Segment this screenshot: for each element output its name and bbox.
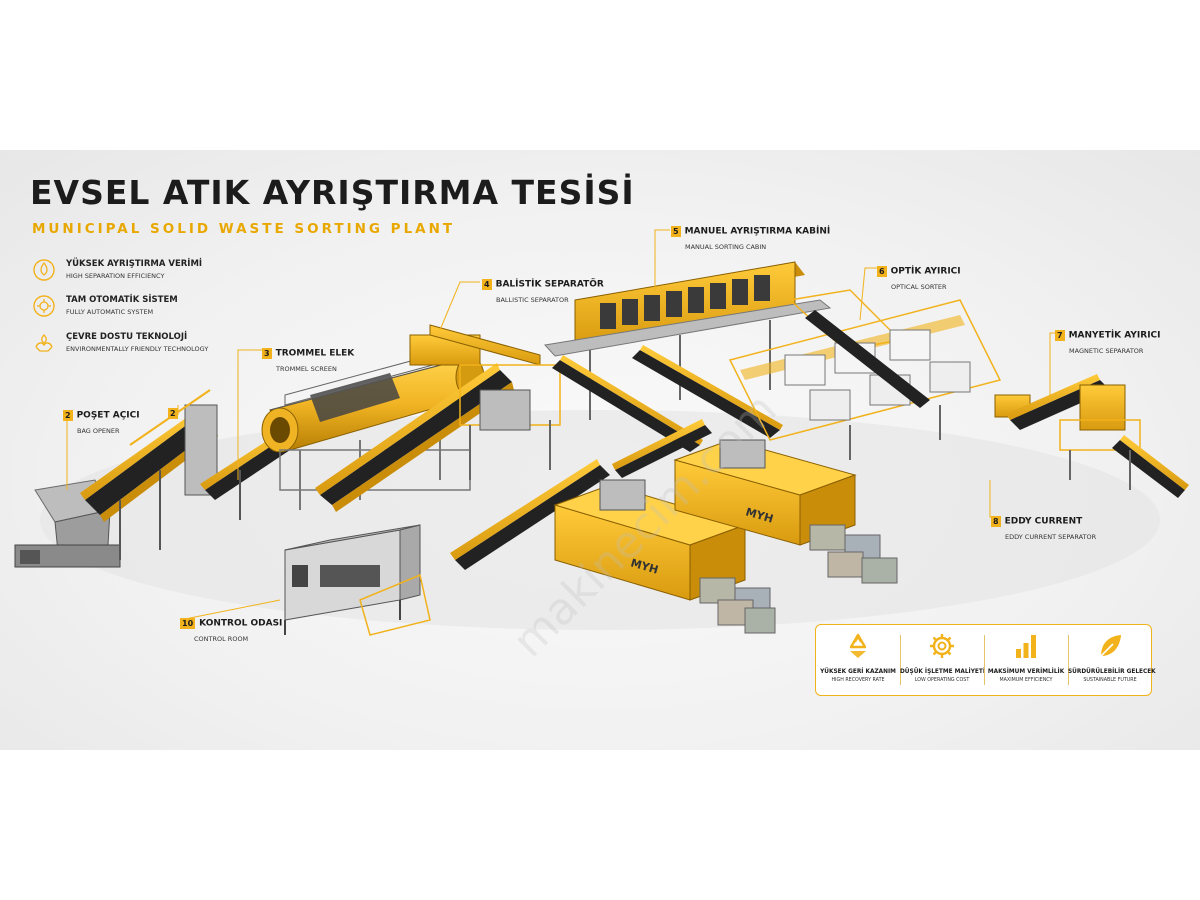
page-subtitle: MUNICIPAL SOLID WASTE SORTING PLANT bbox=[32, 221, 456, 237]
eco-hands-icon bbox=[35, 334, 53, 352]
station-subtitle: MANUAL SORTING CABIN bbox=[685, 243, 767, 251]
station-title: OPTİK AYIRICI bbox=[890, 266, 961, 277]
station-number: 6 bbox=[877, 266, 887, 277]
station-label-bag-opener-2: 2 bbox=[168, 403, 182, 422]
magnetic-eddy-separators bbox=[994, 374, 1189, 498]
station-title: EDDY CURRENT bbox=[1004, 516, 1083, 527]
baler-left: MYH bbox=[553, 479, 776, 634]
feature-subtitle: ENVIRONMENTALLY FRIENDLY TECHNOLOGY bbox=[66, 345, 209, 353]
station-subtitle: MAGNETIC SEPARATOR bbox=[1069, 347, 1144, 355]
station-title: KONTROL ODASI bbox=[199, 618, 283, 629]
station-subtitle: BALLISTIC SEPARATOR bbox=[496, 296, 569, 304]
benefit-title: DÜŞÜK İŞLETME MALİYETİ bbox=[900, 669, 985, 675]
benefit-subtitle: HIGH RECOVERY RATE bbox=[831, 678, 885, 683]
station-number: 10 bbox=[180, 618, 196, 629]
benefit-subtitle: LOW OPERATING COST bbox=[914, 678, 970, 683]
recycle-icon bbox=[849, 633, 867, 658]
ballistic-separator bbox=[409, 324, 561, 480]
feature-title: ÇEVRE DOSTU TEKNOLOJİ bbox=[66, 332, 188, 342]
callout-lines bbox=[66, 229, 1055, 621]
baler-right: MYH bbox=[673, 439, 898, 584]
benefit-item: DÜŞÜK İŞLETME MALİYETİ LOW OPERATING COS… bbox=[900, 631, 985, 691]
station-number: 7 bbox=[1055, 330, 1065, 341]
cabin-chute-conveyors bbox=[450, 345, 783, 570]
station-number: 5 bbox=[671, 226, 681, 237]
station-title: MANYETİK AYIRICI bbox=[1068, 330, 1161, 341]
station-number: 8 bbox=[991, 516, 1001, 527]
station-title: TROMMEL ELEK bbox=[275, 348, 355, 359]
benefit-divider bbox=[900, 635, 901, 685]
feature-subtitle: HIGH SEPARATION EFFICIENCY bbox=[66, 272, 165, 280]
gear-automation-icon bbox=[33, 295, 55, 317]
manual-sorting-cabin bbox=[544, 261, 902, 420]
benefits-box: YÜKSEK GERİ KAZANIM HIGH RECOVERY RATE D… bbox=[815, 624, 1156, 696]
station-number: 2 bbox=[168, 408, 178, 419]
bales-right bbox=[809, 524, 898, 584]
bar-chart-icon bbox=[1016, 635, 1036, 658]
benefit-item: SÜRDÜRÜLEBİLİR GELECEK SUSTAINABLE FUTUR… bbox=[1068, 631, 1156, 691]
bales-left bbox=[699, 577, 776, 634]
drop-leaf-icon bbox=[33, 259, 55, 281]
station-title: POŞET AÇICI bbox=[76, 410, 140, 421]
trommel-outfeed-conveyor bbox=[315, 363, 514, 512]
benefit-title: MAKSİMUM VERİMLİLİK bbox=[987, 669, 1065, 675]
feature-title: YÜKSEK AYRIŞTIRMA VERİMİ bbox=[66, 259, 203, 269]
station-subtitle: EDDY CURRENT SEPARATOR bbox=[1005, 533, 1097, 541]
feature-subtitle: FULLY AUTOMATIC SYSTEM bbox=[66, 308, 154, 316]
benefit-title: SÜRDÜRÜLEBİLİR GELECEK bbox=[1068, 669, 1156, 675]
benefit-subtitle: MAXIMUM EFFICIENCY bbox=[999, 678, 1053, 683]
benefit-divider bbox=[984, 635, 985, 685]
station-number: 2 bbox=[63, 410, 73, 421]
trommel-screen bbox=[261, 344, 485, 510]
station-subtitle: CONTROL ROOM bbox=[194, 635, 249, 643]
feature-title: TAM OTOMATİK SİSTEM bbox=[66, 295, 178, 305]
station-title: BALİSTİK SEPARATÖR bbox=[495, 279, 604, 290]
benefit-item: YÜKSEK GERİ KAZANIM HIGH RECOVERY RATE bbox=[816, 631, 900, 691]
benefit-item: MAKSİMUM VERİMLİLİK MAXIMUM EFFICIENCY bbox=[984, 631, 1068, 691]
benefit-subtitle: SUSTAINABLE FUTURE bbox=[1083, 678, 1137, 683]
optical-sorters bbox=[728, 299, 1002, 470]
station-subtitle: OPTICAL SORTER bbox=[891, 283, 947, 291]
benefit-divider bbox=[1068, 635, 1069, 685]
page-title: EVSEL ATIK AYRIŞTIRMA TESİSİ bbox=[30, 173, 635, 212]
control-room bbox=[284, 524, 431, 636]
leaf-icon bbox=[1100, 635, 1121, 657]
station-number: 4 bbox=[482, 279, 492, 290]
station-subtitle: TROMMEL SCREEN bbox=[276, 365, 337, 373]
benefit-title: YÜKSEK GERİ KAZANIM bbox=[820, 669, 896, 675]
gear-icon bbox=[930, 634, 954, 658]
station-number: 3 bbox=[262, 348, 272, 359]
station-title: MANUEL AYRIŞTIRMA KABİNİ bbox=[684, 226, 831, 237]
station-subtitle: BAG OPENER bbox=[77, 427, 120, 435]
